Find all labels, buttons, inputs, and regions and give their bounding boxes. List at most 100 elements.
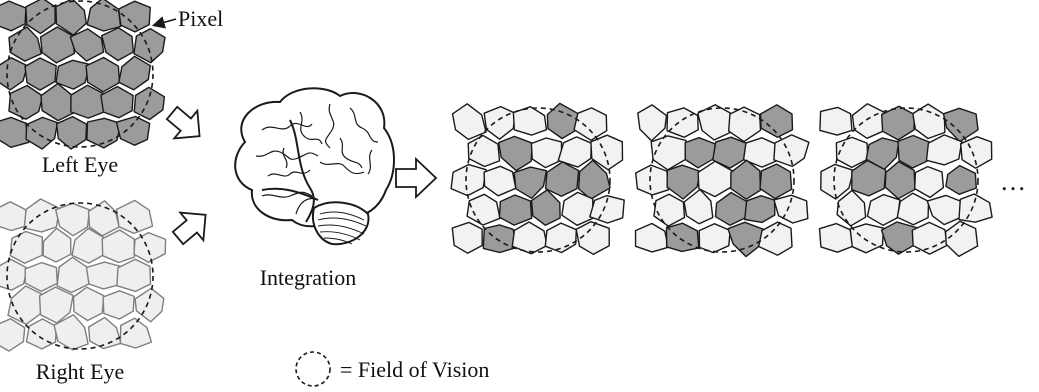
active-pixel xyxy=(851,159,887,197)
active-pixel xyxy=(133,28,166,64)
active-pixel xyxy=(117,0,152,33)
inactive-pixel xyxy=(0,258,28,291)
active-pixel xyxy=(8,84,44,120)
inactive-pixel xyxy=(912,103,946,140)
active-pixel xyxy=(880,221,918,255)
inactive-pixel xyxy=(42,227,72,263)
inactive-pixel xyxy=(24,261,58,293)
inactive-pixel xyxy=(25,318,57,350)
inactive-pixel xyxy=(836,189,867,227)
active-pixel xyxy=(69,28,105,62)
inactive-pixel xyxy=(911,221,948,255)
inactive-pixel xyxy=(896,192,930,226)
active-pixel xyxy=(25,116,59,150)
inactive-pixel xyxy=(653,193,686,227)
pixel-pointer-arrow xyxy=(151,16,177,29)
active-pixel xyxy=(544,161,580,197)
inactive-pixel xyxy=(72,286,105,322)
left-eye-pixel-grid xyxy=(0,0,166,150)
active-pixel xyxy=(498,194,533,226)
active-pixel xyxy=(70,84,105,119)
active-pixel xyxy=(85,56,121,93)
active-pixel xyxy=(55,59,91,90)
right-eye-pixel-grid xyxy=(0,198,167,352)
output-frame-2-pixel-grid xyxy=(634,103,810,258)
inactive-pixel xyxy=(758,221,793,256)
inactive-pixel xyxy=(0,318,26,352)
right-eye-label: Right Eye xyxy=(36,359,125,384)
legend-field-of-vision-icon xyxy=(295,351,331,387)
inactive-pixel xyxy=(116,258,152,293)
inactive-pixel xyxy=(573,107,608,142)
active-pixel xyxy=(482,224,518,254)
inactive-pixel xyxy=(101,229,136,264)
inactive-pixel xyxy=(925,134,963,166)
inactive-pixel xyxy=(133,231,167,263)
inactive-pixel xyxy=(85,261,123,290)
right-eye-field-of-vision xyxy=(6,202,154,350)
output-frame-2-field-of-vision xyxy=(649,107,795,253)
left-eye-to-brain-arrow xyxy=(165,105,201,140)
active-pixel xyxy=(133,86,166,121)
inactive-pixel xyxy=(944,220,979,258)
active-pixel xyxy=(0,0,27,32)
active-pixel xyxy=(24,57,57,91)
inactive-pixel xyxy=(544,222,577,254)
active-pixel xyxy=(530,189,561,227)
active-pixel xyxy=(759,104,794,138)
inactive-pixel xyxy=(466,193,501,226)
inactive-pixel xyxy=(23,198,61,233)
active-pixel xyxy=(497,135,534,172)
inactive-pixel xyxy=(55,202,91,237)
inactive-pixel xyxy=(697,103,732,141)
inactive-pixel xyxy=(9,230,43,264)
output-frame-3-pixel-grid xyxy=(818,103,993,258)
inactive-pixel xyxy=(634,222,669,253)
inactive-pixel xyxy=(683,188,714,225)
brain-icon xyxy=(234,87,395,246)
inactive-pixel xyxy=(134,287,165,323)
inactive-pixel xyxy=(958,193,993,223)
active-pixel xyxy=(0,116,30,149)
right-eye-to-brain-arrow xyxy=(171,211,207,246)
integration-label: Integration xyxy=(260,265,357,290)
active-pixel xyxy=(55,115,88,150)
active-pixel xyxy=(730,159,762,200)
inactive-pixel xyxy=(119,317,153,349)
left-eye-label: Left Eye xyxy=(42,152,118,177)
inactive-pixel xyxy=(0,200,27,232)
active-pixel xyxy=(684,136,716,169)
inactive-pixel xyxy=(650,135,687,171)
inactive-pixel xyxy=(819,106,853,136)
active-pixel xyxy=(665,222,700,253)
inactive-pixel xyxy=(561,191,594,227)
inactive-pixel xyxy=(87,316,122,350)
active-pixel xyxy=(0,57,29,91)
inactive-pixel xyxy=(115,199,154,235)
inactive-pixel xyxy=(511,221,548,255)
active-pixel xyxy=(744,194,776,224)
inactive-pixel xyxy=(102,290,135,320)
inactive-pixel xyxy=(589,194,625,224)
inactive-pixel xyxy=(53,314,89,351)
active-pixel xyxy=(100,27,135,62)
inactive-pixel xyxy=(835,136,869,169)
inactive-pixel xyxy=(637,104,668,142)
inactive-pixel xyxy=(773,194,809,224)
left-eye-field-of-vision xyxy=(6,0,154,148)
inactive-pixel xyxy=(590,134,624,171)
active-pixel xyxy=(100,85,134,119)
inactive-pixel xyxy=(512,105,548,136)
active-pixel xyxy=(945,164,977,196)
legend-label: = Field of Vision xyxy=(340,357,489,382)
inactive-pixel xyxy=(450,163,487,197)
inactive-pixel xyxy=(87,200,120,237)
active-pixel xyxy=(759,163,793,200)
active-pixel xyxy=(86,0,122,32)
inactive-pixel xyxy=(698,222,731,254)
inactive-pixel xyxy=(483,165,517,197)
inactive-pixel xyxy=(635,164,670,196)
active-pixel xyxy=(714,191,748,227)
inactive-pixel xyxy=(914,165,945,199)
